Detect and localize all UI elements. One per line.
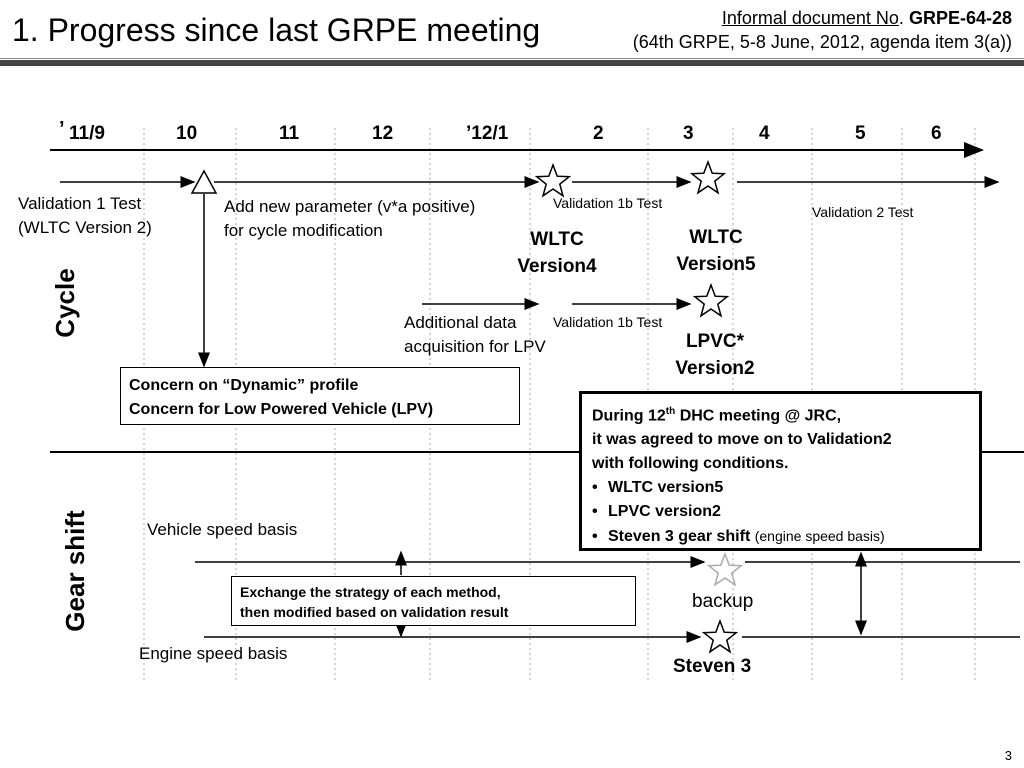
month-label-11-9: 11/9 xyxy=(69,123,105,144)
engine-speed-label: Engine speed basis xyxy=(139,644,288,663)
agreement-item: LPVC version2 xyxy=(592,500,969,524)
additional-data-label: Additional data acquisition for LPV xyxy=(404,313,546,356)
agreement-item: Steven 3 gear shift (engine speed basis) xyxy=(592,524,969,549)
month-label-12: 12 xyxy=(372,123,394,144)
star-lpvc-icon xyxy=(692,282,730,318)
triangle-milestone-icon xyxy=(190,169,218,194)
doc-dot: . xyxy=(898,8,904,28)
star-wltc4-icon xyxy=(534,162,572,198)
exchange-strategy-box: Exchange the strategy of each method, th… xyxy=(231,576,636,626)
validation1-label: Validation 1 Test (WLTC Version 2) xyxy=(18,194,152,237)
doc-prefix: Informal document No xyxy=(721,8,899,28)
month-label-10: 10 xyxy=(176,123,198,144)
wltc-version4-label: WLTC Version4 xyxy=(517,229,597,277)
add-parameter-label: Add new parameter (v*a positive) for cyc… xyxy=(224,197,476,240)
star-steven3-icon xyxy=(701,618,739,654)
concern-box: Concern on “Dynamic” profile Concern for… xyxy=(120,367,520,425)
header-divider xyxy=(0,60,1024,66)
month-label-6: 6 xyxy=(931,123,942,144)
month-label-5: 5 xyxy=(855,123,866,144)
month-label-2: 2 xyxy=(593,123,604,144)
agreement-box: During 12th DHC meeting @ JRC, it was ag… xyxy=(579,391,982,551)
timeline-apostrophe: ’ xyxy=(59,118,65,140)
page-number: 3 xyxy=(1004,748,1012,763)
header-divider-thin xyxy=(0,58,1024,59)
page-title: 1. Progress since last GRPE meeting xyxy=(12,12,541,48)
doc-number: GRPE-64-28 xyxy=(908,8,1012,28)
vehicle-speed-label: Vehicle speed basis xyxy=(147,520,298,539)
steven3-label: Steven 3 xyxy=(673,656,752,677)
validation1b-label-b: Validation 1b Test xyxy=(553,314,663,330)
month-label-12-1: ’12/1 xyxy=(466,123,509,144)
star-wltc5-icon xyxy=(689,159,727,195)
month-label-11: 11 xyxy=(279,123,300,144)
backup-label: backup xyxy=(692,591,754,612)
gearshift-section-label: Gear shift xyxy=(60,510,90,632)
lpvc-version2-label: LPVC* Version2 xyxy=(675,331,755,379)
validation1b-label-a: Validation 1b Test xyxy=(553,195,663,211)
cycle-section-label: Cycle xyxy=(50,268,80,338)
agreement-item: WLTC version5 xyxy=(592,476,969,500)
wltc-version5-label: WLTC Version5 xyxy=(676,227,756,275)
document-reference: Informal document No. GRPE-64-28 (64th G… xyxy=(633,6,1012,54)
month-label-4: 4 xyxy=(759,123,770,144)
meeting-info: (64th GRPE, 5-8 June, 2012, agenda item … xyxy=(632,32,1012,52)
validation2-label: Validation 2 Test xyxy=(812,204,914,220)
month-label-3: 3 xyxy=(683,123,694,144)
star-backup-icon xyxy=(706,551,744,587)
